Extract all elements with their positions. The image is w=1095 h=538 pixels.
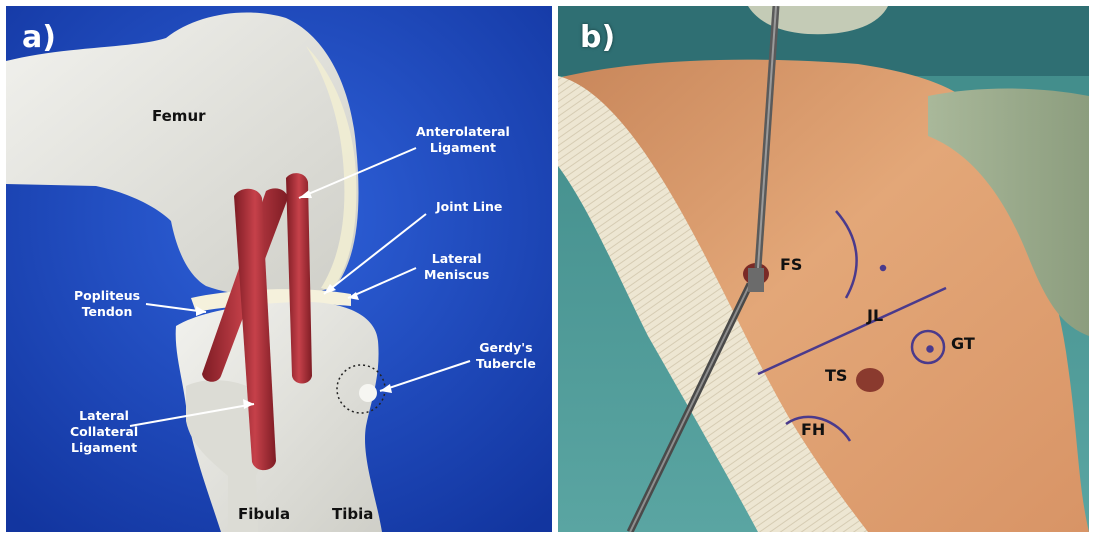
tibial-incision: [856, 368, 884, 392]
label-lateral-meniscus: Lateral Meniscus: [424, 251, 489, 283]
surgical-photo-illustration: [558, 6, 1089, 532]
panel-letter-b: b): [580, 20, 615, 55]
panel-letter-a: a): [22, 20, 56, 55]
label-gerdys-tubercle: Gerdy's Tubercle: [476, 340, 536, 372]
instrument-clamp: [748, 268, 764, 292]
panel-a-illustration: a) Femur Anterolateral Ligament Joint Li…: [6, 6, 552, 532]
label-anterolateral-ligament: Anterolateral Ligament: [416, 124, 510, 156]
label-joint-line: Joint Line: [436, 199, 502, 215]
label-jl: JL: [867, 308, 883, 324]
label-popliteus-tendon: Popliteus Tendon: [74, 288, 140, 320]
label-ts: TS: [825, 368, 847, 384]
label-gt: GT: [951, 336, 975, 352]
panel-b-surgical-photo: b) FS JL GT TS FH: [558, 6, 1089, 532]
gerdys-tubercle-bump: [359, 384, 377, 402]
label-fs: FS: [780, 257, 802, 273]
label-femur: Femur: [152, 108, 206, 124]
label-lateral-collateral-ligament: Lateral Collateral Ligament: [70, 408, 138, 456]
label-tibia: Tibia: [332, 506, 373, 522]
label-fibula: Fibula: [238, 506, 290, 522]
label-fh: FH: [801, 422, 825, 438]
